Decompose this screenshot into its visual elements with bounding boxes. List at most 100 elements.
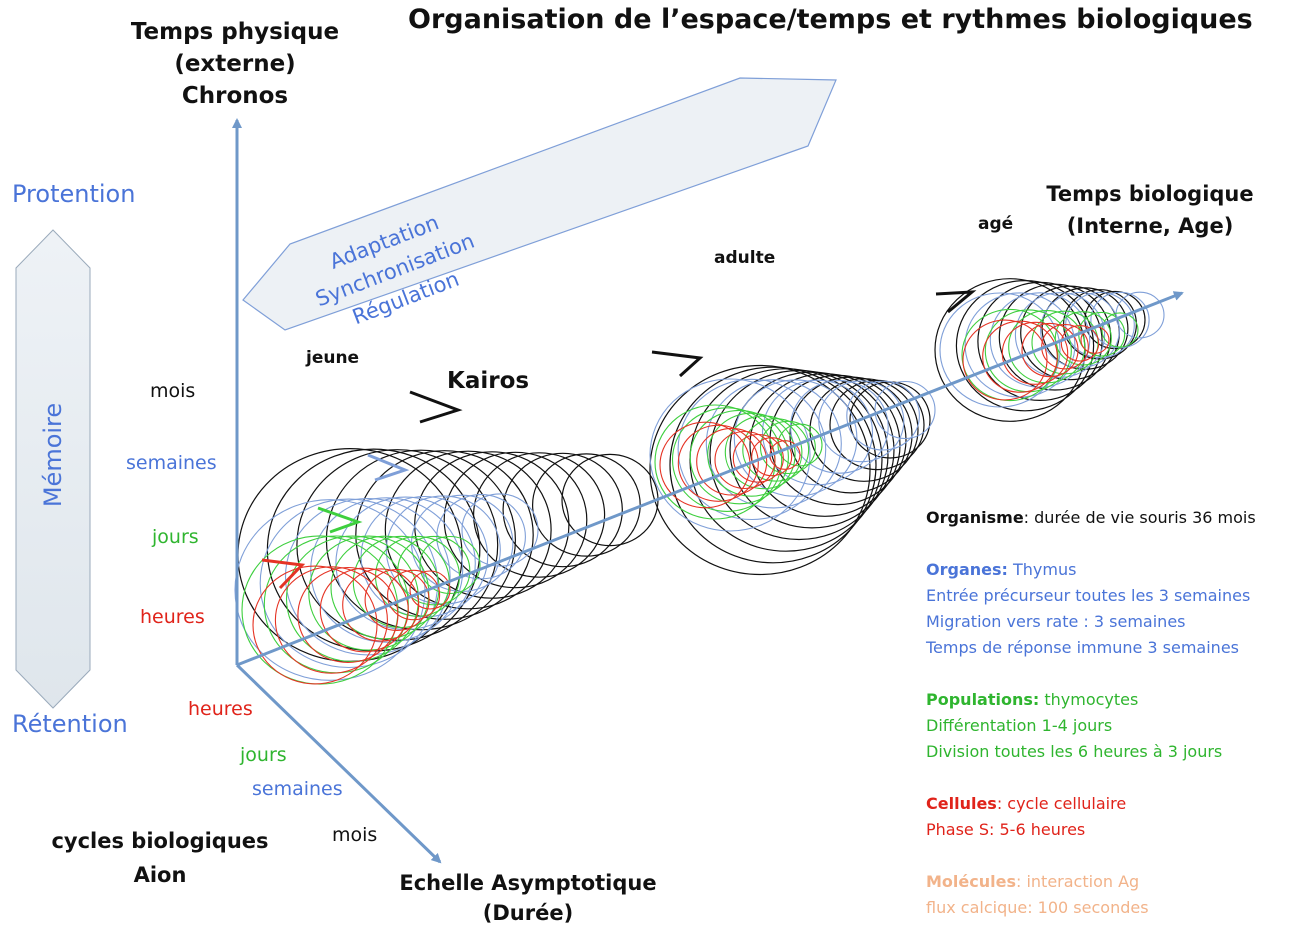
cycles-label: cycles biologiques Aion: [30, 824, 290, 892]
cycle-loop: [742, 418, 810, 482]
cycle-loop: [443, 451, 588, 589]
kairos-label: Kairos: [447, 368, 530, 394]
vertical-scale-heures: heures: [140, 606, 205, 628]
legend-populations-line: Différentation 1-4 jours: [926, 716, 1113, 735]
cycle-loop: [1031, 310, 1099, 375]
cycle-loop: [252, 565, 378, 685]
cycle-loop: [955, 280, 1095, 412]
cycle-direction-chevrons: [261, 290, 977, 590]
chevron-icon: [317, 506, 363, 534]
cycle-loop: [397, 535, 471, 606]
diagonal-scale-semaines: semaines: [252, 778, 343, 800]
cycle-loop: [874, 380, 936, 440]
cycle-loop: [259, 498, 439, 669]
cycle-loop: [1060, 325, 1100, 362]
legend-organes-line: Temps de réponse immune 3 semaines: [926, 638, 1239, 657]
cycle-loop: [461, 493, 539, 567]
chevron-icon: [367, 453, 410, 482]
cycle-loop: [387, 569, 441, 621]
legend-molecules: Molécules: interaction Ag: [926, 869, 1256, 895]
cycle-loop: [342, 568, 420, 642]
cycle-loop: [714, 430, 776, 490]
cycle-loop: [677, 424, 759, 502]
cycle-loop: [751, 437, 793, 477]
cycle-loop: [829, 379, 925, 471]
cycle-loop: [1021, 322, 1079, 378]
legend-cellules: Cellules: cycle cellulaire: [926, 791, 1256, 817]
biological-time-label: Temps biologique (Interne, Age): [1040, 178, 1260, 242]
cycles-line-1: cycles biologiques: [51, 829, 269, 853]
legend-organes: Organes: Thymus: [926, 557, 1256, 583]
asymptotic-scale-axis: [235, 663, 442, 864]
chevron-icon: [409, 390, 463, 424]
legend-organes-line: Migration vers rate : 3 semaines: [926, 612, 1186, 631]
cycle-loop: [649, 378, 811, 532]
legend-populations-label: Populations:: [926, 690, 1040, 709]
legend-organes-label: Organes:: [926, 560, 1008, 579]
cycle-loop: [761, 379, 874, 486]
physical-time-line-2: (externe): [174, 51, 296, 77]
page-title: Organisation de l’espace/temps et rythme…: [408, 4, 1253, 35]
chevron-icon: [261, 558, 306, 590]
memory-arrow-shape: [15, 229, 91, 709]
cycle-loop: [689, 409, 789, 505]
cycle-loop: [355, 450, 534, 620]
chevron-icon: [651, 350, 704, 378]
legend-cellules-text: : cycle cellulaire: [996, 794, 1127, 813]
legend-organes-text: Thymus: [1007, 560, 1077, 579]
diagonal-scale-heures: heures: [188, 698, 253, 720]
biological-time-line-1: Temps biologique: [1046, 182, 1254, 206]
cycle-loop: [809, 378, 919, 482]
cycle-loop: [384, 450, 552, 610]
legend-molecules-line: flux calcique: 100 secondes: [926, 898, 1149, 917]
memoire-label: Mémoire: [39, 402, 67, 508]
cycle-loop: [671, 407, 783, 512]
physical-time-label: Temps physique (externe) Chronos: [110, 16, 360, 112]
cycle-loop: [649, 364, 871, 576]
diagonal-scale-jours: jours: [240, 744, 287, 766]
biological-time-line-2: (Interne, Age): [1066, 214, 1234, 238]
cycle-loop: [818, 380, 905, 463]
cycle-loop: [707, 412, 796, 497]
adaptation-arrow-shape: [242, 77, 837, 331]
cycle-loop: [1040, 291, 1120, 369]
legend: Organisme: durée de vie souris 36 mois O…: [926, 505, 1256, 921]
cycle-loop: [472, 452, 606, 578]
cycle-loop: [846, 380, 920, 451]
stage-adulte: adulte: [714, 248, 776, 268]
vertical-scale-jours: jours: [152, 526, 199, 548]
cycle-loop: [998, 283, 1112, 391]
cycle-loop: [409, 570, 451, 610]
cycle-loop: [749, 373, 901, 517]
cycle-loop: [1014, 292, 1106, 378]
cycle-loop: [724, 415, 803, 490]
retention-label: Rétention: [12, 710, 128, 738]
vertical-scale-mois: mois: [150, 380, 196, 402]
cycle-loop: [709, 369, 889, 541]
protention-label: Protention: [12, 180, 136, 208]
cycle-loop: [1115, 291, 1165, 339]
vertical-scale-semaines: semaines: [126, 452, 217, 474]
cycle-loop: [274, 566, 388, 674]
physical-time-line-1: Temps physique: [130, 19, 340, 45]
cycle-loop: [502, 452, 623, 568]
stage-age: agé: [978, 214, 1014, 234]
diagonal-scale-mois: mois: [332, 824, 378, 846]
stage-jeune: jeune: [306, 348, 360, 368]
asymptotic-line-1: Echelle Asymptotique: [399, 871, 657, 895]
cycle-loop: [939, 292, 1061, 408]
legend-molecules-text: : interaction Ag: [1015, 872, 1140, 891]
cycle-loop: [364, 569, 430, 631]
cycle-loops: [234, 278, 1165, 685]
cycle-loop: [777, 423, 823, 467]
cycle-loop: [284, 497, 451, 656]
legend-cellules-label: Cellules: [926, 794, 997, 813]
cycle-loop: [759, 420, 816, 475]
cycle-loop: [669, 366, 877, 564]
cycle-loop: [659, 421, 751, 509]
legend-organisme-label: Organisme: [926, 508, 1024, 527]
asymptotic-line-2: (Durée): [482, 901, 574, 925]
cycle-loop: [1101, 312, 1139, 348]
asymptotic-scale-label: Echelle Asymptotique (Durée): [378, 868, 678, 928]
